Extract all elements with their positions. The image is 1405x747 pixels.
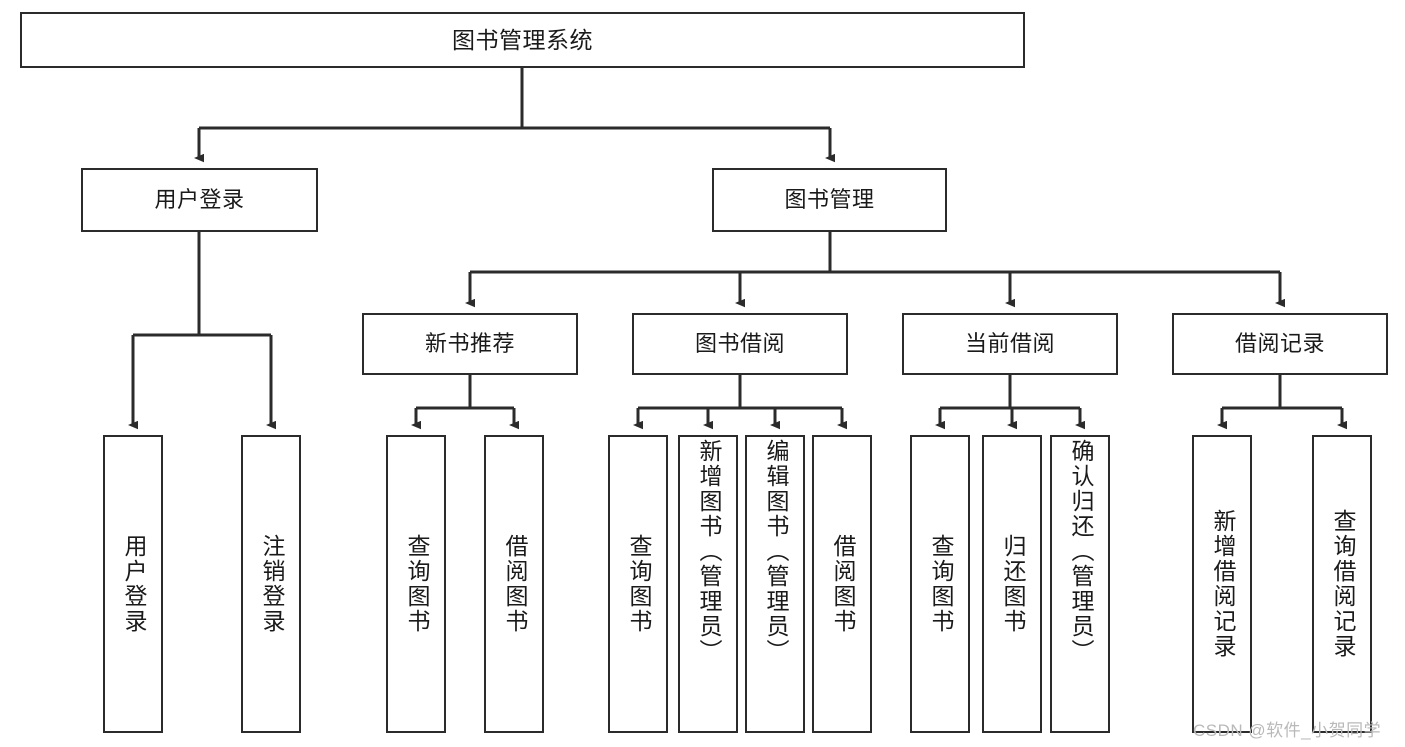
node-root[interactable]: 图书管理系统: [20, 12, 1025, 68]
node-leaf-query-borrow-record-label: 查询借阅记录: [1329, 509, 1356, 659]
node-leaf-query-book-2[interactable]: 查询图书: [608, 435, 668, 733]
node-book-borrow[interactable]: 图书借阅: [632, 313, 848, 375]
node-book-manage-label: 图书管理: [784, 187, 875, 213]
node-user-login-label: 用户登录: [154, 187, 245, 213]
node-leaf-add-book-admin-label: 新增图书（管理员）: [695, 439, 722, 664]
node-leaf-add-borrow-record[interactable]: 新增借阅记录: [1192, 435, 1252, 733]
node-leaf-logout-login[interactable]: 注销登录: [241, 435, 301, 733]
node-book-borrow-label: 图书借阅: [694, 331, 785, 357]
node-user-login[interactable]: 用户登录: [81, 168, 318, 232]
node-leaf-borrow-book-1[interactable]: 借阅图书: [484, 435, 544, 733]
node-leaf-query-book-1-label: 查询图书: [403, 534, 430, 634]
node-leaf-query-book-3-label: 查询图书: [927, 534, 954, 634]
node-leaf-edit-book-admin-label: 编辑图书（管理员）: [762, 439, 789, 664]
node-new-book-recommend[interactable]: 新书推荐: [362, 313, 578, 375]
node-leaf-logout-login-label: 注销登录: [258, 534, 285, 634]
node-leaf-query-book-2-label: 查询图书: [625, 534, 652, 634]
node-leaf-confirm-return-admin[interactable]: 确认归还（管理员）: [1050, 435, 1110, 733]
node-root-label: 图书管理系统: [452, 26, 593, 53]
node-book-manage[interactable]: 图书管理: [712, 168, 947, 232]
node-leaf-query-borrow-record[interactable]: 查询借阅记录: [1312, 435, 1372, 733]
node-leaf-borrow-book-2-label: 借阅图书: [829, 534, 856, 634]
node-leaf-borrow-book-1-label: 借阅图书: [501, 534, 528, 634]
node-current-borrow[interactable]: 当前借阅: [902, 313, 1118, 375]
node-leaf-add-borrow-record-label: 新增借阅记录: [1209, 509, 1236, 659]
node-leaf-return-book-label: 归还图书: [999, 534, 1026, 634]
node-borrow-record[interactable]: 借阅记录: [1172, 313, 1388, 375]
node-leaf-user-login-label: 用户登录: [120, 534, 147, 634]
node-current-borrow-label: 当前借阅: [964, 331, 1055, 357]
node-new-book-recommend-label: 新书推荐: [424, 331, 515, 357]
node-leaf-query-book-3[interactable]: 查询图书: [910, 435, 970, 733]
node-leaf-return-book[interactable]: 归还图书: [982, 435, 1042, 733]
node-leaf-add-book-admin[interactable]: 新增图书（管理员）: [678, 435, 738, 733]
csdn-watermark: CSDN @软件_小贺同学: [1193, 721, 1382, 740]
node-leaf-edit-book-admin[interactable]: 编辑图书（管理员）: [745, 435, 805, 733]
node-leaf-query-book-1[interactable]: 查询图书: [386, 435, 446, 733]
node-leaf-borrow-book-2[interactable]: 借阅图书: [812, 435, 872, 733]
node-leaf-user-login[interactable]: 用户登录: [103, 435, 163, 733]
node-leaf-confirm-return-admin-label: 确认归还（管理员）: [1067, 439, 1094, 664]
node-borrow-record-label: 借阅记录: [1234, 331, 1325, 357]
